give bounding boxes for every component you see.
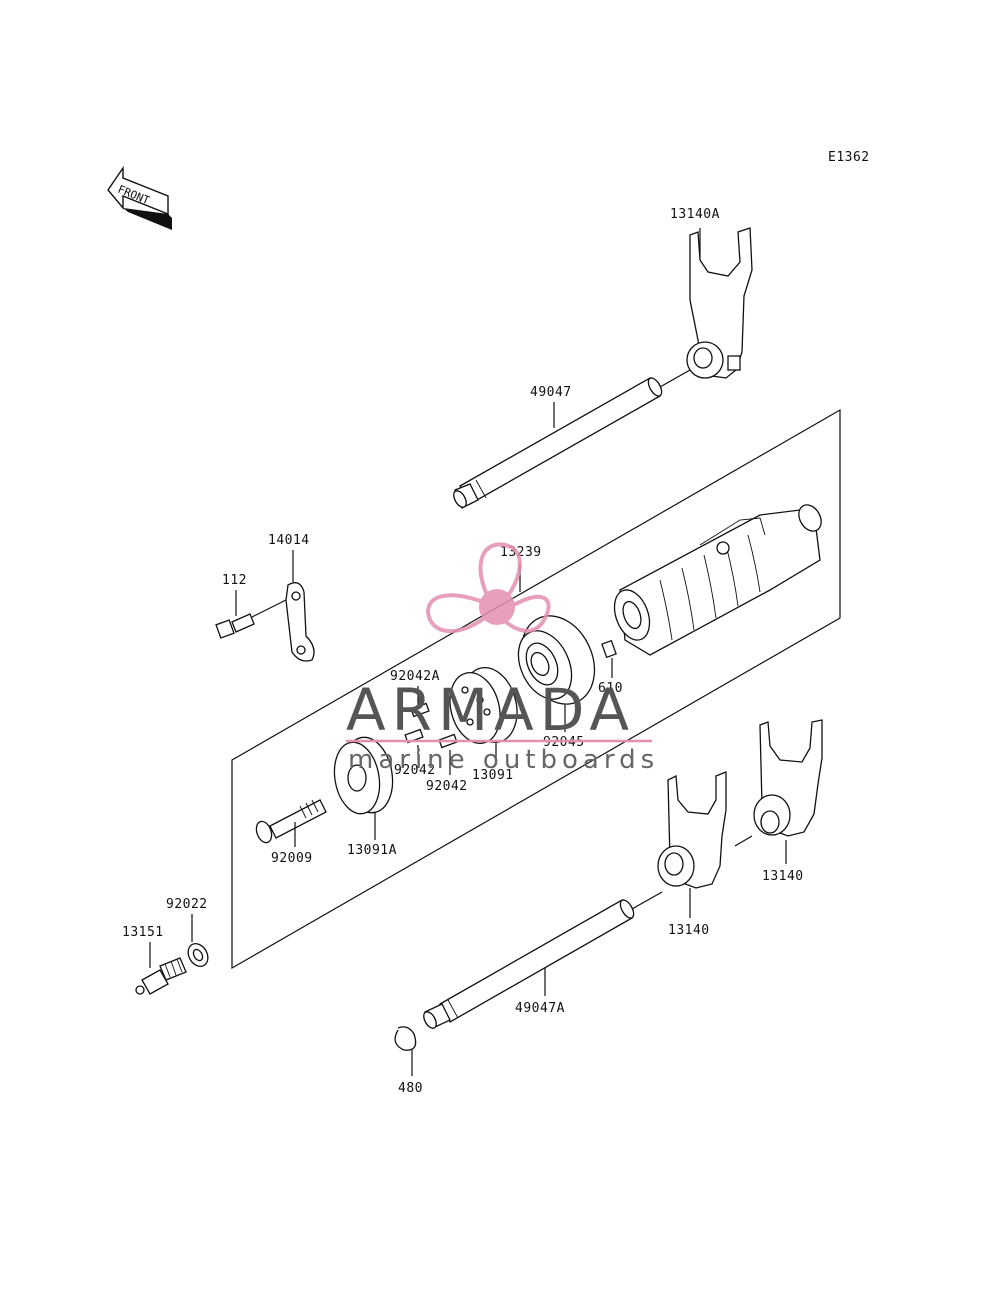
pin-610 [601, 639, 617, 659]
label-92042-a: 92042 [394, 763, 436, 778]
label-92009: 92009 [271, 851, 313, 866]
front-arrow-icon: FRONT [107, 165, 172, 230]
shift-fork-13140-b [753, 719, 823, 837]
label-13091: 13091 [472, 768, 514, 783]
armada-logo-icon [425, 542, 551, 634]
bolt-92009 [255, 799, 327, 844]
label-92045: 92045 [543, 735, 585, 750]
drum-pin-plate-13091 [449, 667, 518, 744]
circlip-480 [394, 1026, 417, 1051]
label-92022: 92022 [166, 897, 208, 912]
shift-drum [613, 504, 822, 656]
label-13091A: 13091A [347, 843, 397, 858]
label-92042-b: 92042 [426, 779, 468, 794]
label-13140-b: 13140 [762, 869, 804, 884]
pin-92042A [410, 702, 430, 718]
bolt-112 [215, 613, 255, 639]
label-14014: 14014 [268, 533, 310, 548]
stopper-arm-14014 [285, 582, 315, 662]
label-13140A: 13140A [670, 207, 720, 222]
label-13140-a: 13140 [668, 923, 710, 938]
watermark-tagline: marine outboards [348, 745, 659, 775]
shift-fork-13140A [686, 227, 753, 379]
washer-92022 [187, 943, 209, 967]
label-49047: 49047 [530, 385, 572, 400]
drum-assembly-box [231, 408, 841, 970]
label-13151: 13151 [122, 925, 164, 940]
shift-rod-49047 [453, 377, 663, 509]
label-92042A: 92042A [390, 669, 440, 684]
bearing-92045 [517, 615, 596, 705]
label-112: 112 [222, 573, 247, 588]
drum-plate-13091A [333, 736, 394, 815]
shift-fork-13140-a [657, 771, 727, 889]
label-49047A: 49047A [515, 1001, 565, 1016]
neutral-switch-13151 [135, 957, 187, 995]
label-610: 610 [598, 681, 623, 696]
shift-rod-49047A [423, 899, 635, 1029]
watermark-name: ARMADA [346, 676, 635, 744]
label-480: 480 [398, 1081, 423, 1096]
diagram-code: E1362 [828, 150, 870, 165]
